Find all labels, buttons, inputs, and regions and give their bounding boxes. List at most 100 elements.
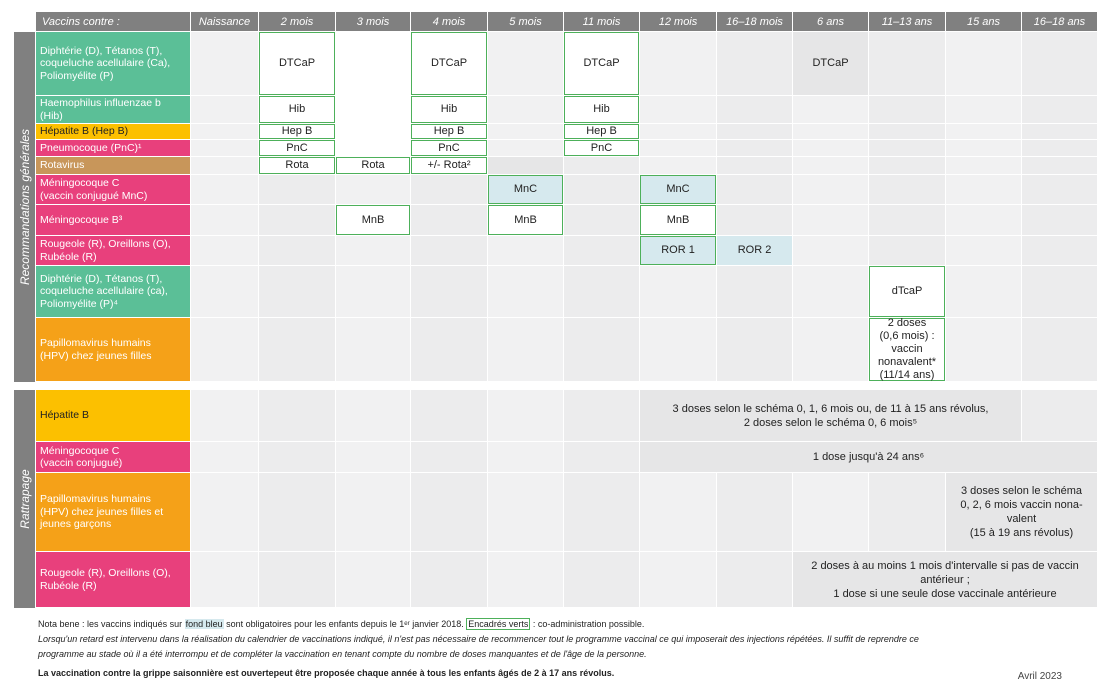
grid-cell bbox=[717, 473, 792, 551]
grid-cell bbox=[488, 473, 563, 551]
vaccine-label-rattrapage-0: Hépatite B bbox=[36, 390, 190, 441]
vaccine-dose-hib: Hib bbox=[259, 96, 335, 123]
header-age-8: 6 ans bbox=[793, 12, 868, 31]
vaccine-dose-hepb: Hep B bbox=[564, 124, 639, 139]
grid-cell bbox=[336, 266, 410, 317]
grid-cell bbox=[191, 390, 258, 441]
grid-cell bbox=[1022, 140, 1097, 156]
vaccine-dose-rota: Rota bbox=[336, 157, 410, 174]
grid-cell bbox=[793, 140, 868, 156]
header-age-5: 11 mois bbox=[564, 12, 639, 31]
grid-cell bbox=[1022, 32, 1097, 95]
grid-cell bbox=[793, 205, 868, 235]
vaccine-label-general-5: Méningocoque C (vaccin conjugué MnC) bbox=[36, 175, 190, 204]
vaccine-dose-pnc: PnC bbox=[259, 140, 335, 156]
footer-retard-note-2: programme au stade où il a été interromp… bbox=[38, 649, 647, 659]
grid-cell bbox=[564, 390, 639, 441]
vaccine-dose-mnb: MnB bbox=[488, 205, 563, 235]
grid-cell bbox=[564, 552, 639, 607]
section-label-rattrapage: Rattrapage bbox=[17, 469, 32, 529]
grid-cell bbox=[793, 266, 868, 317]
grid-cell bbox=[488, 236, 563, 265]
grid-cell bbox=[717, 266, 792, 317]
grid-cell bbox=[336, 32, 410, 156]
vaccine-dose-pnc: PnC bbox=[564, 140, 639, 156]
footer-retard-note: Lorsqu'un retard est intervenu dans la r… bbox=[38, 634, 919, 644]
grid-cell bbox=[564, 266, 639, 317]
grid-cell bbox=[793, 175, 868, 204]
grid-cell bbox=[411, 266, 487, 317]
grid-cell bbox=[946, 318, 1021, 381]
grid-cell bbox=[869, 96, 945, 123]
grid-cell bbox=[717, 140, 792, 156]
vaccine-label-rattrapage-1: Méningocoque C (vaccin conjugué) bbox=[36, 442, 190, 472]
grid-cell bbox=[1022, 96, 1097, 123]
legend-blue-fill: fond bleu bbox=[184, 619, 224, 629]
grid-cell bbox=[488, 32, 563, 95]
catchup-mnc: 1 dose jusqu'à 24 ans⁶ bbox=[640, 442, 1097, 472]
grid-cell bbox=[793, 473, 868, 551]
vaccine-dose-dtcap: DTCaP bbox=[411, 32, 487, 95]
vaccine-label-general-6: Méningocoque B³ bbox=[36, 205, 190, 235]
grid-cell bbox=[336, 236, 410, 265]
grid-cell bbox=[640, 552, 716, 607]
grid-cell bbox=[336, 318, 410, 381]
grid-cell bbox=[411, 442, 487, 472]
grid-cell bbox=[259, 205, 335, 235]
grid-cell bbox=[259, 318, 335, 381]
grid-cell bbox=[1022, 266, 1097, 317]
grid-cell bbox=[793, 124, 868, 139]
grid-cell bbox=[336, 552, 410, 607]
grid-cell bbox=[191, 552, 258, 607]
grid-cell bbox=[564, 175, 639, 204]
grid-cell bbox=[869, 205, 945, 235]
grid-cell bbox=[411, 390, 487, 441]
vaccine-label-general-0: Diphtérie (D), Tétanos (T), coqueluche a… bbox=[36, 32, 190, 95]
grid-cell bbox=[946, 266, 1021, 317]
grid-cell bbox=[488, 157, 563, 174]
grid-cell bbox=[191, 205, 258, 235]
grid-cell bbox=[946, 124, 1021, 139]
vaccine-dose-mnb: MnB bbox=[640, 205, 716, 235]
grid-cell bbox=[793, 96, 868, 123]
grid-cell bbox=[564, 205, 639, 235]
grid-cell bbox=[191, 266, 258, 317]
grid-cell bbox=[869, 140, 945, 156]
grid-cell bbox=[640, 124, 716, 139]
grid-cell bbox=[1022, 124, 1097, 139]
vaccine-dose-hib: Hib bbox=[564, 96, 639, 123]
nota-text-3: : co-administration possible. bbox=[530, 619, 645, 629]
vaccine-label-general-8: Diphtérie (D), Tétanos (T), coqueluche a… bbox=[36, 266, 190, 317]
vaccine-dose-dtcap: DTCaP bbox=[793, 32, 868, 95]
vaccine-label-general-3: Pneumocoque (PnC)¹ bbox=[36, 140, 190, 156]
grid-cell bbox=[564, 157, 639, 174]
grid-cell bbox=[411, 236, 487, 265]
footer-nota-bene: Nota bene : les vaccins indiqués sur fon… bbox=[38, 618, 645, 630]
vaccine-label-rattrapage-2: Papillomavirus humains (HPV) chez jeunes… bbox=[36, 473, 190, 551]
grid-cell bbox=[717, 124, 792, 139]
grid-cell bbox=[717, 318, 792, 381]
header-age-0: Naissance bbox=[191, 12, 258, 31]
grid-cell bbox=[259, 473, 335, 551]
grid-cell bbox=[640, 32, 716, 95]
grid-cell bbox=[946, 32, 1021, 95]
grid-cell bbox=[1022, 390, 1097, 441]
legend-green-border: Encadrés verts bbox=[466, 618, 531, 630]
grid-cell bbox=[946, 205, 1021, 235]
grid-cell bbox=[1022, 157, 1097, 174]
section-bar-rattrapage: Rattrapage bbox=[14, 390, 35, 608]
grid-cell bbox=[869, 236, 945, 265]
grid-cell bbox=[946, 140, 1021, 156]
grid-cell bbox=[488, 266, 563, 317]
grid-cell bbox=[869, 124, 945, 139]
vaccine-dose-dtcap: DTCaP bbox=[564, 32, 639, 95]
grid-cell bbox=[411, 175, 487, 204]
grid-cell bbox=[564, 318, 639, 381]
grid-cell bbox=[946, 157, 1021, 174]
grid-cell bbox=[640, 473, 716, 551]
grid-cell bbox=[259, 552, 335, 607]
grid-cell bbox=[191, 318, 258, 381]
publication-date: Avril 2023 bbox=[1017, 671, 1062, 682]
grid-cell bbox=[259, 390, 335, 441]
grid-cell bbox=[191, 157, 258, 174]
